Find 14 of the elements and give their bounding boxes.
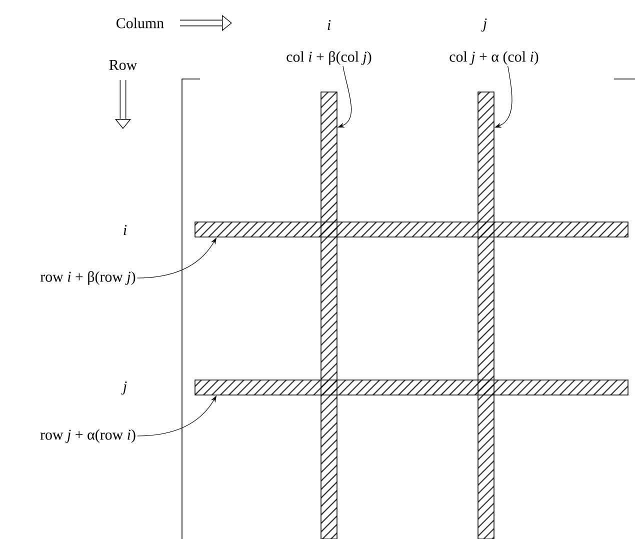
index-label: j bbox=[481, 18, 487, 32]
hatched-column-bar bbox=[478, 92, 494, 539]
formula-text: col i + β(col j) bbox=[286, 51, 372, 65]
index-label: i bbox=[124, 225, 127, 235]
hatched-row-bar bbox=[194, 380, 628, 396]
formula-text: rowj + α(row i) bbox=[40, 429, 136, 443]
formula-text: col j + α (col i) bbox=[450, 51, 538, 65]
index-label: j bbox=[121, 381, 127, 395]
hatched-column-bar bbox=[320, 92, 338, 539]
formula-text: row i + β(rowj) bbox=[40, 271, 136, 285]
hatched-row-bar bbox=[194, 222, 628, 238]
axis-label: Row bbox=[109, 60, 138, 70]
axis-label: Column bbox=[116, 18, 164, 28]
index-label: i bbox=[328, 20, 331, 30]
